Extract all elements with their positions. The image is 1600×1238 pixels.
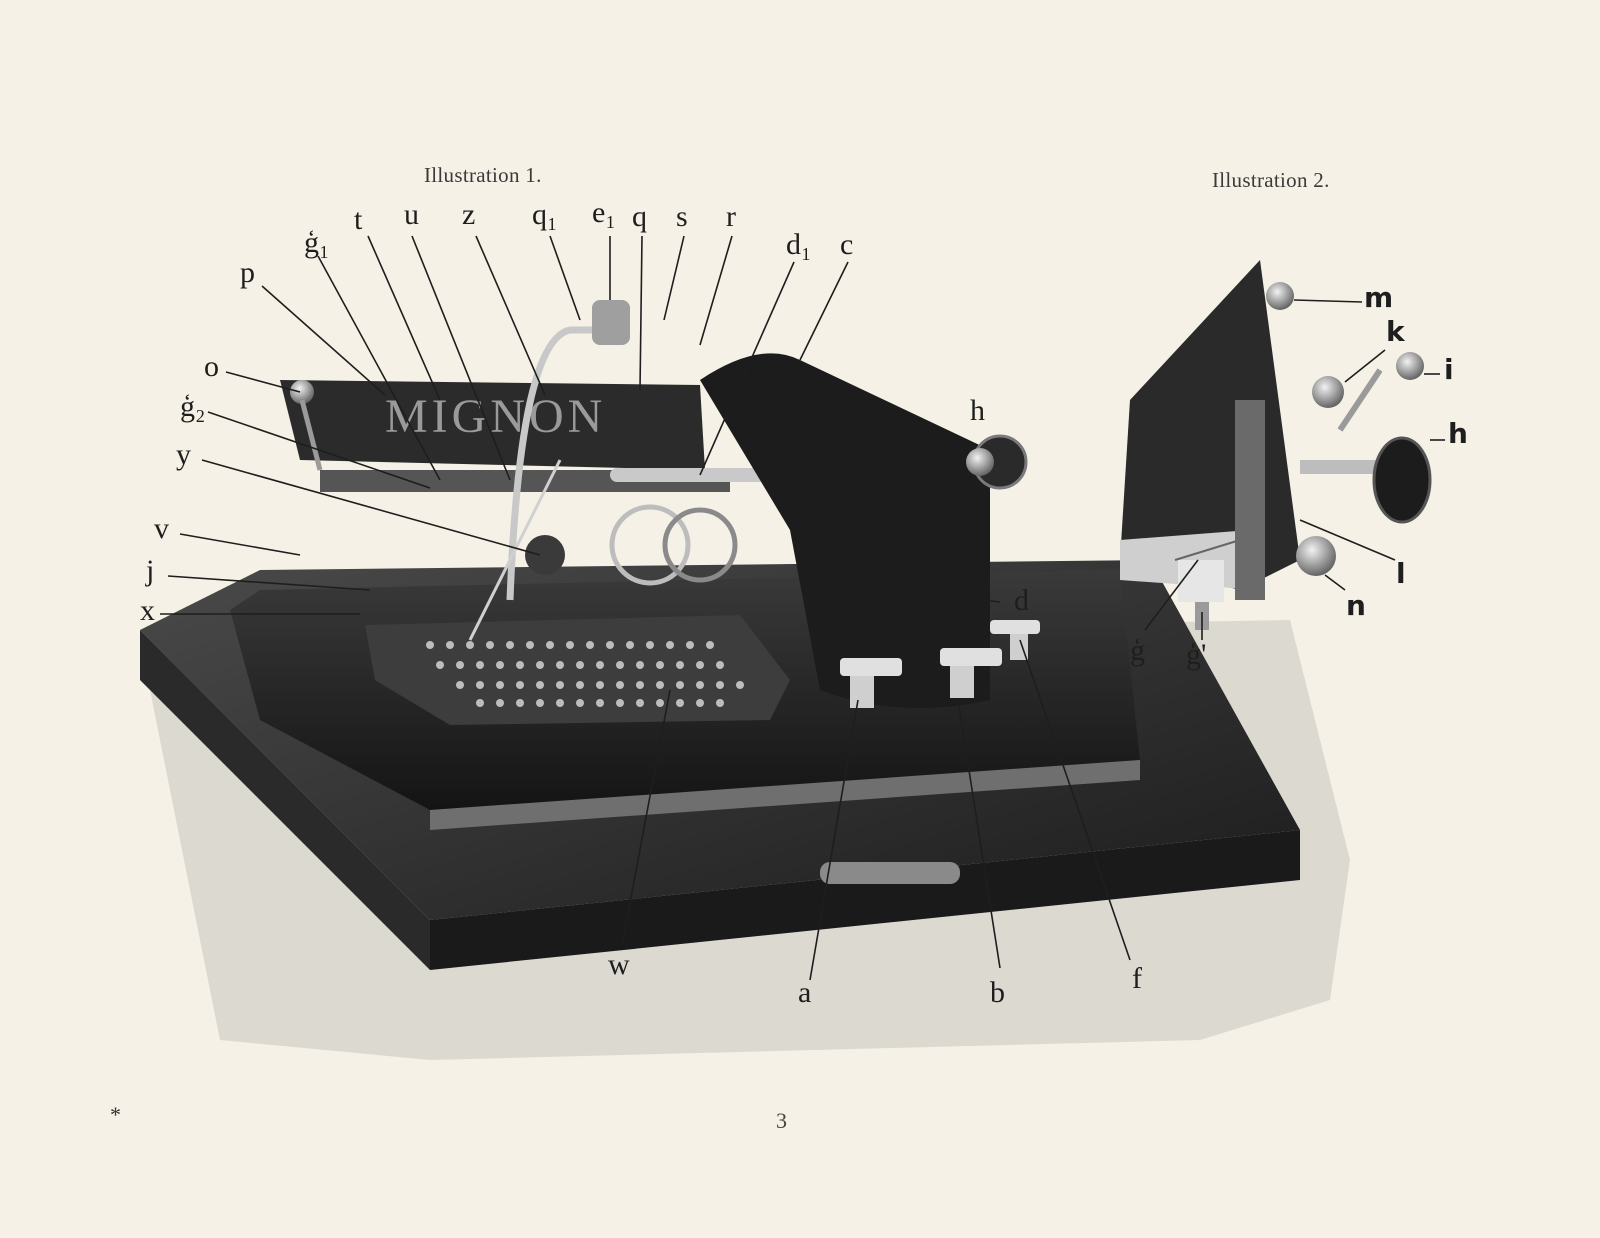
label-x: x: [140, 594, 155, 627]
keyboard-plate: [365, 615, 790, 725]
caption-illustration-1: Illustration 1.: [424, 163, 542, 187]
label2-h: h: [1448, 417, 1468, 450]
label-t: t: [354, 203, 363, 236]
label-q1: q₁: [532, 198, 558, 231]
label2-i: i: [1444, 353, 1454, 386]
key-f: [990, 620, 1040, 634]
label-q: q: [632, 200, 647, 233]
label2-l: l: [1396, 557, 1406, 590]
knob-i: [1396, 352, 1424, 380]
label-d1: d₁: [786, 228, 812, 261]
cover-housing: [700, 353, 990, 708]
label-g2: ģ₂: [180, 390, 206, 423]
key-a: [840, 658, 902, 676]
pointer-cap: [592, 300, 630, 345]
knob-k: [1312, 376, 1344, 408]
knob-h-2: [1372, 436, 1432, 524]
small-roller: [525, 535, 565, 575]
caption-illustration-2: Illustration 2.: [1212, 168, 1330, 192]
label2-g-prime: ģ': [1186, 638, 1207, 671]
label-v: v: [154, 512, 169, 545]
label-p: p: [240, 256, 255, 289]
leader-lines-2: [1144, 299, 1445, 640]
label-f: f: [1132, 962, 1142, 995]
base-nameplate: [820, 862, 960, 884]
label-h: h: [970, 394, 985, 427]
page-number: 3: [776, 1108, 787, 1133]
label-g1: ģ₁: [304, 226, 330, 259]
left-wheel: [609, 504, 691, 586]
knob-n: [1296, 536, 1336, 576]
knob-m: [1266, 282, 1294, 310]
label-d: d: [1014, 584, 1029, 617]
pointer-arm: [506, 326, 600, 601]
label2-n: n: [1346, 589, 1366, 622]
footnote-mark: *: [110, 1102, 121, 1127]
leader-lines-1: [160, 235, 1131, 981]
label-c: c: [840, 228, 854, 261]
pointer-needle: [468, 459, 562, 641]
brand-plate-text: MIGNON: [385, 390, 606, 443]
label-a: a: [798, 976, 812, 1009]
label-r: r: [726, 200, 736, 233]
keyboard-keys: [426, 641, 744, 707]
label-w: w: [608, 948, 630, 981]
label-z: z: [462, 198, 476, 231]
label-y: y: [176, 438, 191, 471]
label2-g: ģ: [1130, 634, 1145, 667]
knob-o: [290, 380, 314, 404]
illustration-2-art: [1120, 260, 1432, 630]
label2-m: m: [1364, 281, 1394, 314]
label-b: b: [990, 976, 1005, 1009]
label2-k: k: [1386, 315, 1405, 348]
right-wheel: [662, 507, 738, 583]
key-b: [940, 648, 1002, 666]
label-j: j: [146, 554, 155, 587]
label-u: u: [404, 198, 419, 231]
label-e1: e₁: [592, 196, 616, 229]
illustration-1-art: MIGNON: [140, 300, 1350, 1060]
label-s: s: [676, 200, 688, 233]
type-plate: [280, 380, 705, 470]
label-o: o: [204, 350, 219, 383]
